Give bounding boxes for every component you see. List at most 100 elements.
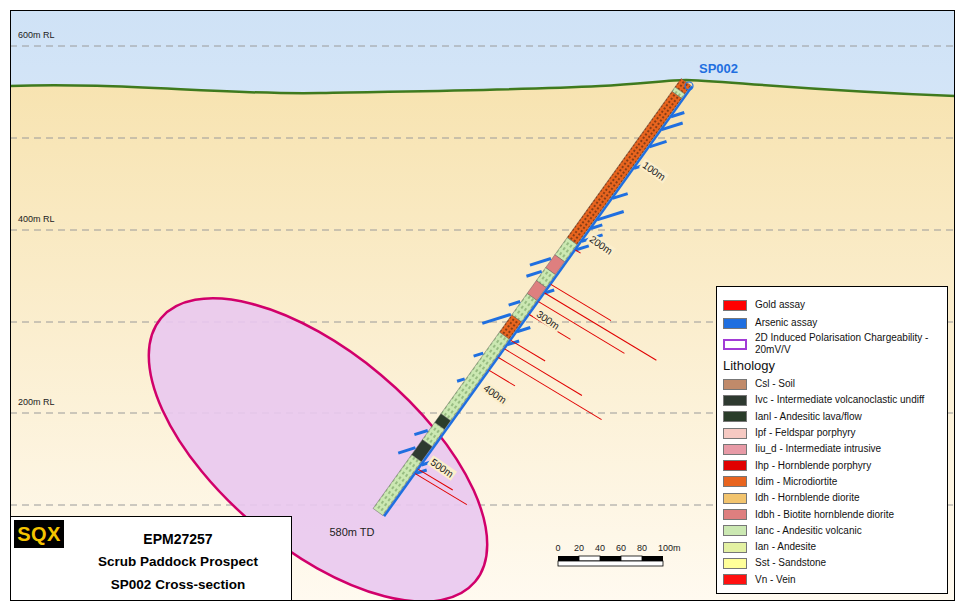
rl-label: 200m RL [18,397,55,407]
arsenic-assay [612,188,627,204]
title-text: Scrub Paddock Prospect [67,554,289,569]
title-text: EPM27257 [67,531,289,547]
legend-text: Ivc - Intermediate volcanoclastic undiff [755,394,924,406]
legend-row: Ian - Andesite [723,539,941,555]
legend-text: Iiu_d - Intermediate intrusive [755,443,881,455]
legend-row: Csl - Soil [723,376,941,392]
legend-row: Ianl - Andesitic lava/flow [723,409,941,425]
title-box: EPM27257Scrub Paddock ProspectSP002 Cros… [10,516,292,601]
legend-text: Idbh - Biotite hornblende diorite [755,509,894,521]
legend-row: Ipf - Feldspar porphyry [723,425,941,441]
gold-assay [575,250,580,254]
legend-text: Idim - Microdiortite [755,476,837,488]
legend-swatch [723,395,747,406]
legend-row: Idh - Hornblende diorite [723,490,941,506]
legend-swatch [723,460,747,471]
logo-text: SQX [17,523,61,545]
legend-row: Sst - Sandstone [723,555,941,571]
scale-label: 40 [595,543,605,553]
legend-outline-sample [723,339,747,350]
scale-label: 20 [574,543,584,553]
rl-label: 600m RL [18,30,55,40]
rl-gridlines [10,46,955,505]
rl-label: 400m RL [18,214,55,224]
arsenic-assay [508,337,519,349]
legend-swatch [723,476,747,487]
arsenic-assay [662,115,683,137]
collar-marker [685,82,693,90]
arsenic-assay [517,323,530,337]
lithology-texture [567,91,681,244]
legend-swatch [723,574,747,585]
arsenic-assay [414,426,427,440]
gold-assay [415,470,467,509]
lithology-texture [373,455,421,516]
arsenic-assay [649,135,666,153]
legend-text: Arsenic assay [755,317,817,329]
legend-swatch [723,542,747,553]
scale-label: 100m [658,543,681,553]
legend-swatch [723,379,747,390]
hole-id: SP002 [699,61,738,76]
lithology-interval [567,91,681,244]
scale-label: 60 [616,543,626,553]
arsenic-assay [474,350,484,360]
legend-row: Ianc - Andesitic volcanic [723,523,941,539]
company-logo: SQX [14,520,64,548]
arsenic-assay [415,466,426,478]
legend-box: Gold assayArsenic assay 2D Induced Polari… [716,286,948,594]
hole-trace [384,86,692,516]
legend-row: Ivc - Intermediate volcanoclastic undiff [723,392,941,408]
legend-row: Arsenic assay [723,314,941,332]
legend-row: Ihp - Hornblende porphyry [723,457,941,473]
frame [11,11,955,601]
lithology-interval [373,455,421,516]
legend-swatch [723,444,747,455]
legend-swatch [723,428,747,439]
arsenic-assay [482,304,511,334]
legend-text: Ipf - Feldspar porphyry [755,427,856,439]
arsenic-assay [398,441,415,459]
arsenic-assay [575,241,588,255]
legend-text: 2D Induced Polarisation Chargeability - … [755,332,937,356]
legend-row: Iiu_d - Intermediate intrusive [723,441,941,457]
legend-text: Ihp - Hornblende porphyry [755,460,871,472]
legend-swatch [723,318,747,329]
title-text: SP002 Cross-section [67,577,289,592]
legend-heading: Lithology [723,356,941,376]
legend-text: Idh - Hornblende diorite [755,492,860,504]
legend-text: Sst - Sandstone [755,557,826,569]
scale-label: 0 [555,543,560,553]
legend-text: Gold assay [755,299,805,311]
legend-swatch [723,411,747,422]
legend-swatch [723,509,747,520]
legend-text: Ian - Andesite [755,541,816,553]
arsenic-assay [671,108,684,122]
legend-text: Ianc - Andesitic volcanic [755,525,862,537]
legend-row: 2D Induced Polarisation Chargeability - … [723,332,941,356]
legend-text: Csl - Soil [755,378,795,390]
legend-row: Gold assay [723,296,941,314]
arsenic-assay [526,266,541,282]
legend-row: Vn - Vein [723,572,941,588]
arsenic-assay [509,297,520,309]
scale-bar [558,556,663,566]
gold-assay [511,338,545,364]
legend-swatch [723,558,747,569]
gold-assay [545,285,657,369]
legend-swatch [723,300,747,311]
scale-label: 80 [637,543,647,553]
legend-row: Idbh - Biotite hornblende diorite [723,506,941,522]
legend-swatch [723,493,747,504]
legend-row: Idim - Microdiortite [723,474,941,490]
gold-assay [498,350,601,428]
topography-line [10,80,955,96]
legend-text: Ianl - Andesitic lava/flow [755,411,862,423]
depth-label: 580m TD [329,526,374,538]
arsenic-assay [591,221,602,233]
gold-assay [505,343,582,401]
arsenic-assay [457,376,465,384]
arsenic-assay [545,287,555,297]
arsenic-assay [530,251,551,273]
legend-text: Vn - Vein [755,574,796,586]
